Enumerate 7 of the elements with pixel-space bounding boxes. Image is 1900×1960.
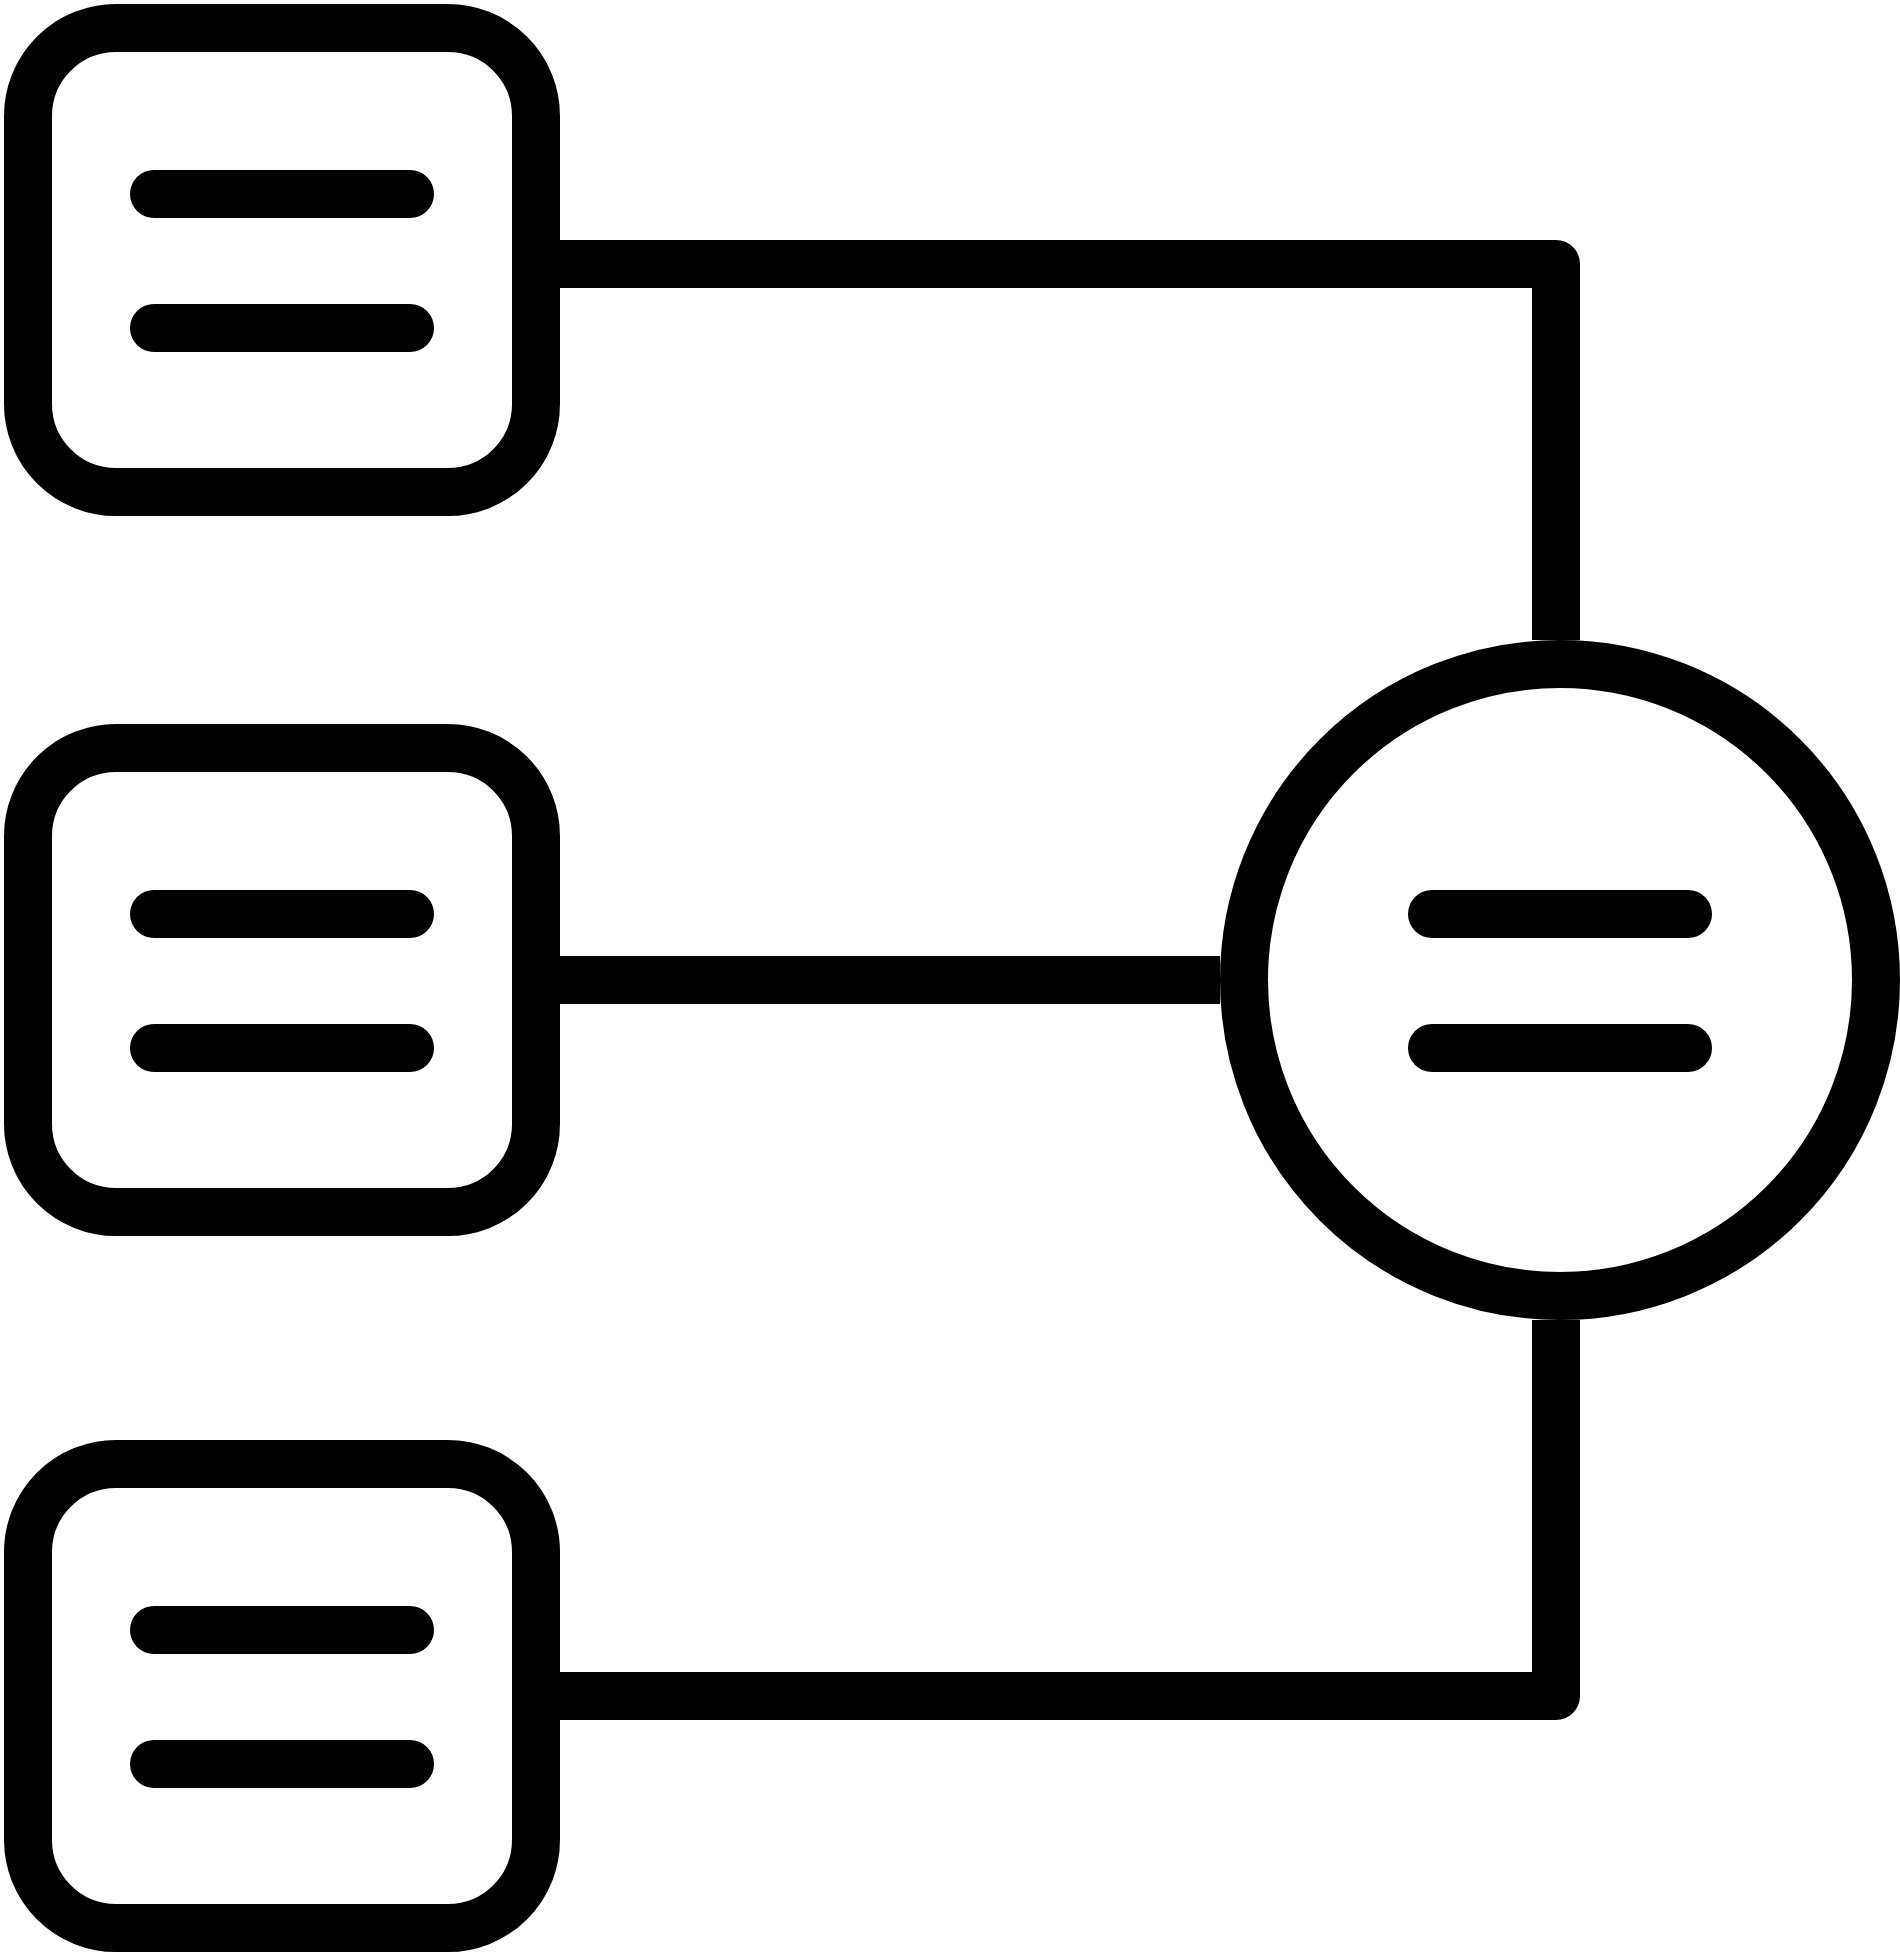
square-node (4, 4, 560, 516)
connector-line (560, 240, 1580, 640)
connector-line (560, 956, 1220, 1004)
square-node (4, 1440, 560, 1952)
circle-node (1220, 640, 1900, 1320)
connector-line (560, 1320, 1580, 1720)
square-node (4, 724, 560, 1236)
